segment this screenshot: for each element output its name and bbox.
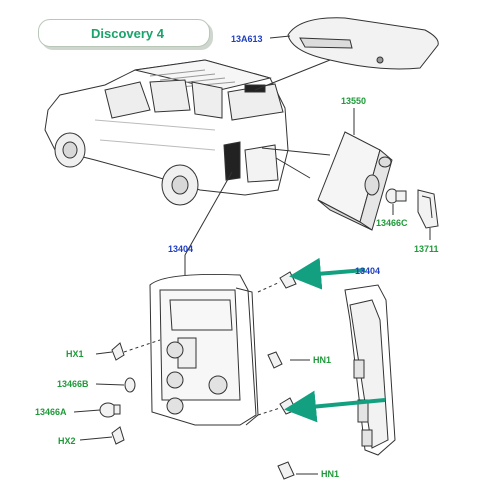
screw-upper [279,271,297,289]
vehicle-illustration [44,59,289,206]
screw-lower [279,397,297,415]
leader-vehicle-holder [261,147,331,156]
label-hx2: HX2 [58,436,76,446]
leader-13A613 [269,35,291,39]
diagram-title: Discovery 4 [91,25,164,41]
label-13A613: 13A613 [231,34,263,44]
bulb-13466C [385,188,407,204]
leader-vehicle-taillamp [184,171,233,256]
label-hn1-top: HN1 [313,355,331,365]
rear-lamp-back [149,273,259,426]
high-mount-lamp [287,17,439,70]
label-13466C: 13466C [376,218,408,228]
leader-hx1 [95,351,113,355]
fastener-hx1 [111,342,125,361]
label-13550: 13550 [341,96,366,106]
title-box: Discovery 4 [38,19,210,47]
leader-13466B [95,383,125,386]
leader-13466A [73,409,101,413]
fastener-hn1-bottom [277,461,295,480]
rear-lamp-side [344,284,396,456]
guide-hx1 [123,339,161,353]
fastener-hn1-top [267,351,283,369]
arrow-upper [289,257,366,290]
guide-lower-screw [257,407,281,416]
arrow-lower [284,390,386,423]
fastener-hx2 [111,426,125,445]
label-13711: 13711 [414,244,439,254]
label-13466A: 13466A [35,407,67,417]
lamp-holder-13550 [317,131,393,231]
bulb-13466A [99,402,121,418]
label-13466B: 13466B [57,379,89,389]
guide-upper-screw [257,281,281,293]
leader-vehicle-highmount [254,59,331,91]
label-13404-left: 13404 [168,244,193,254]
label-hn1-bottom: HN1 [321,469,339,479]
label-13404-right: 13404 [355,266,380,276]
bulb-13466B [124,377,136,393]
leader-vehicle-holder-2 [275,157,311,179]
label-hx1: HX1 [66,349,84,359]
socket-13711 [417,189,439,229]
leader-hx2 [79,436,113,441]
